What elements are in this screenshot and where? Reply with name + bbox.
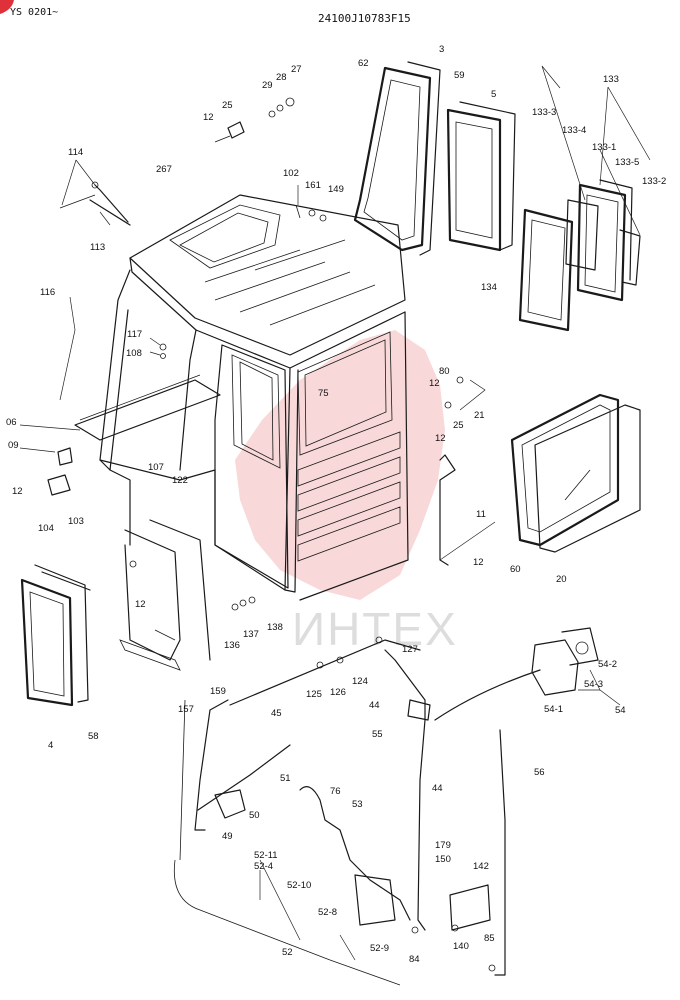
part-label: 62 [358,58,369,69]
part-label: 52-10 [287,880,311,891]
part-label: 55 [372,729,383,740]
header-left-code: YS 0201~ [10,7,58,18]
part-label: 56 [534,767,545,778]
corner-logo-mark [0,0,14,14]
part-label: 127 [402,644,418,655]
part-label: 29 [262,80,273,91]
wiper-wiring-assembly [173,639,541,986]
cab-frame-drawing [74,194,456,601]
part-label: 52-4 [254,861,273,872]
header-center-code: 24100J10783F15 [318,12,411,25]
part-label: 179 [435,840,451,851]
fastener-hardware [47,97,496,972]
part-label: 107 [148,462,164,473]
glass-60-20 [510,393,641,553]
part-label: 53 [352,799,363,810]
window-4-58 [20,564,91,707]
part-label: 3 [439,44,444,55]
glass-134 [518,208,574,332]
part-label: 125 [306,689,322,700]
part-label: 133-3 [532,107,556,118]
part-label: 12 [435,433,446,444]
part-label: 4 [48,740,53,751]
part-label: 11 [476,509,486,520]
part-label: 28 [276,72,287,83]
part-label: 133-1 [592,142,616,153]
part-label: 58 [88,731,99,742]
part-label: 27 [291,64,302,75]
part-label: 75 [318,388,329,399]
part-label: 134 [481,282,497,293]
part-label: 09 [8,440,19,451]
part-label: 161 [305,180,321,191]
part-label: 50 [249,810,260,821]
window-133-assembly [565,179,641,302]
part-label: 44 [369,700,380,711]
leader-lines [19,65,651,961]
watermark-text: ИНТЕХ [292,603,458,655]
watermark-logo: ИНТЕХ [235,330,458,655]
part-label: 138 [267,622,283,633]
part-label: 102 [283,168,299,179]
part-label: 76 [330,786,341,797]
part-label: 49 [222,831,233,842]
part-label: 103 [68,516,84,527]
part-label: 126 [330,687,346,698]
part-label: 267 [156,164,172,175]
part-label: 12 [203,112,214,123]
part-label: 54-3 [584,679,603,690]
part-label: 150 [435,854,451,865]
part-label: 44 [432,783,443,794]
part-label: 59 [454,70,465,81]
part-label: 149 [328,184,344,195]
part-label: 25 [453,420,464,431]
part-label: 54-2 [598,659,617,670]
part-label: 45 [271,708,282,719]
part-label: 122 [172,475,188,486]
part-labels: 3 62 59 5 133 133-3 133-4 133-1 133-5 13… [6,44,666,965]
part-label: 85 [484,933,495,944]
bracket-157 [119,519,211,671]
part-label: 5 [491,89,496,100]
part-label: 20 [556,574,567,585]
part-label: 136 [224,640,240,651]
part-label: 157 [178,704,194,715]
part-label: 142 [473,861,489,872]
part-label: 80 [439,366,450,377]
part-label: 114 [68,147,83,158]
part-label: 133-2 [642,176,666,187]
part-label: 12 [473,557,484,568]
part-label: 52-9 [370,943,389,954]
part-label: 12 [429,378,440,389]
part-label: 104 [38,523,54,534]
part-label: 54 [615,705,626,716]
part-label: 25 [222,100,233,111]
part-label: 108 [126,348,142,359]
part-label: 84 [409,954,420,965]
part-label: 159 [210,686,226,697]
part-label: 140 [453,941,469,952]
part-label: 21 [474,410,485,421]
part-label: 116 [40,287,55,298]
part-label: 117 [127,329,142,340]
window-59 [446,101,516,252]
part-label: 06 [6,417,17,428]
part-label: 133-5 [615,157,639,168]
window-62 [353,61,441,256]
part-label: 52-11 [254,850,278,861]
part-label: 133 [603,74,619,85]
part-label: 113 [90,242,105,253]
part-label: 51 [280,773,291,784]
part-label: 52 [282,947,293,958]
part-label: 137 [243,629,259,640]
part-label: 54-1 [544,704,563,715]
part-label: 52-8 [318,907,337,918]
work-lamp-54 [531,627,599,696]
part-label: 60 [510,564,521,575]
part-label: 133-4 [562,125,586,136]
part-label: 12 [12,486,23,497]
part-label: 124 [352,676,368,687]
part-label: 12 [135,599,146,610]
